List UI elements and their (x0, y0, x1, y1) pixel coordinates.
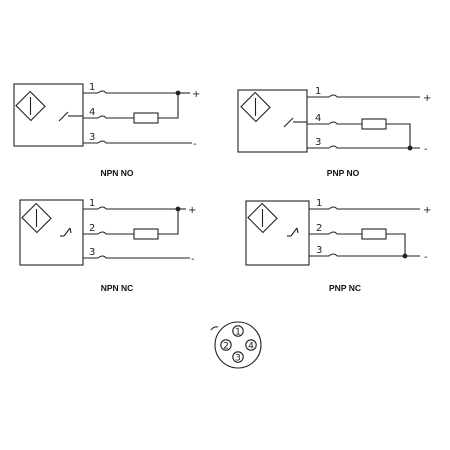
junction-dot (407, 145, 413, 151)
supply-minus: - (191, 254, 195, 265)
pin-label: 4 (315, 113, 321, 124)
pin-label: 1 (315, 86, 321, 97)
nc-switch-icon (287, 227, 299, 237)
pin-label: 2 (89, 223, 95, 234)
wire-3 (83, 255, 190, 259)
connector-key-notch (210, 326, 219, 331)
diagram-caption: NPN NC (101, 283, 134, 293)
wire-1 (307, 94, 420, 98)
connector-pin-3: 3 (232, 351, 244, 364)
junction-dot (402, 253, 408, 259)
sensor-body (13, 83, 84, 147)
diagram-pnp-no: 1 4 3 + - PNP NO (237, 86, 431, 178)
diagram-npn-no: 1 4 3 + - NPN NO (13, 82, 200, 178)
diagram-caption: NPN NO (100, 168, 133, 178)
svg-text:4: 4 (248, 342, 254, 352)
junction-dot (175, 206, 181, 212)
pin-label: 2 (316, 223, 322, 234)
connector-pin-1: 1 (232, 325, 244, 338)
wire-2 (307, 121, 411, 148)
sensor-body (19, 199, 84, 266)
no-switch-icon (283, 117, 307, 128)
wire-1 (83, 90, 178, 94)
wire-3 (307, 145, 420, 149)
svg-text:1: 1 (235, 328, 241, 338)
supply-minus: - (424, 252, 428, 263)
load-resistor (361, 228, 387, 240)
svg-text:2: 2 (223, 342, 229, 352)
sensor-symbol-icon (21, 202, 52, 234)
no-switch-icon (58, 111, 83, 122)
sensor-symbol-icon (247, 202, 278, 234)
load-resistor (133, 112, 159, 124)
sensor-body (245, 200, 310, 266)
diagram-caption: PNP NO (327, 168, 360, 178)
diagram-caption: PNP NC (329, 283, 361, 293)
sensor-symbol-icon (240, 91, 271, 123)
connector-pinout: 1 2 3 4 (210, 321, 262, 369)
pin-label: 4 (89, 107, 95, 118)
pin-label: 3 (89, 247, 95, 258)
supply-plus: + (423, 93, 431, 104)
junction-dot (175, 90, 181, 96)
load-resistor (133, 228, 159, 240)
supply-minus: - (424, 144, 428, 155)
pin-label: 3 (315, 137, 321, 148)
connector-pin-2: 2 (220, 339, 232, 352)
pin-label: 1 (316, 198, 322, 209)
sensor-symbol-icon (15, 90, 46, 122)
wire-1 (309, 206, 420, 210)
sensor-body (237, 89, 308, 153)
wire-2 (309, 231, 406, 256)
pin-label: 3 (316, 245, 322, 256)
supply-plus: + (192, 89, 200, 100)
svg-text:3: 3 (235, 354, 241, 364)
diagram-pnp-nc: 1 2 3 + - PNP NC (245, 198, 431, 293)
supply-minus: - (193, 139, 197, 150)
supply-plus: + (188, 205, 196, 216)
connector-pin-4: 4 (245, 339, 257, 352)
pin-label: 1 (89, 82, 95, 93)
pin-label: 1 (89, 198, 95, 209)
wire-3 (83, 140, 192, 144)
wire-1 (83, 206, 178, 210)
diagram-npn-nc: 1 2 3 + - NPN NC (19, 198, 196, 293)
connector-outline (214, 321, 262, 369)
load-resistor (361, 118, 387, 130)
nc-switch-icon (60, 227, 72, 237)
wire-2 (83, 209, 179, 235)
pin-label: 3 (89, 132, 95, 143)
wire-2 (83, 93, 179, 119)
supply-plus: + (423, 205, 431, 216)
